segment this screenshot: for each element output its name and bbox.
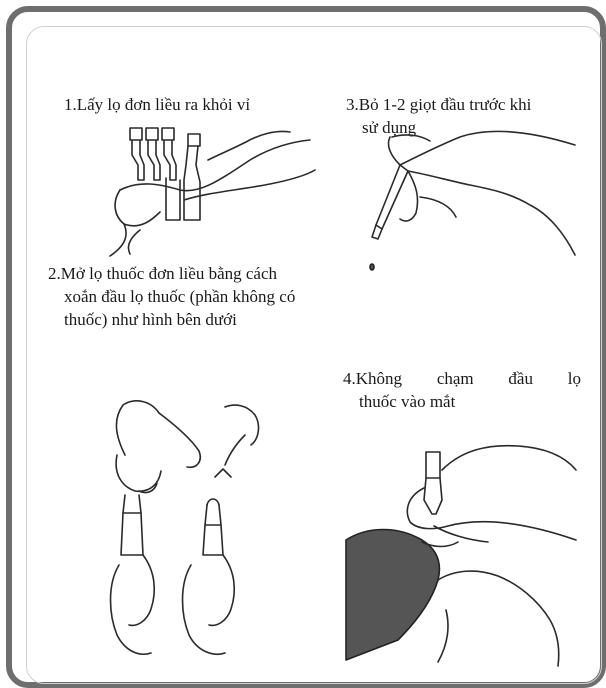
hand-squeezing-drop-icon bbox=[360, 125, 580, 270]
step-1-number: 1. bbox=[64, 95, 77, 114]
step-3-number: 3. bbox=[346, 95, 359, 114]
step-4-word-1: Không bbox=[356, 369, 402, 388]
step-1-label: Lấy lọ đơn liều ra khỏi vỉ bbox=[77, 95, 250, 114]
step-4-text: 4.Không chạm đầu lọ thuốc vào mắt bbox=[343, 367, 581, 413]
hand-removing-vial-icon bbox=[100, 120, 320, 260]
step-2-text: 2.Mở lọ thuốc đơn liều bằng cách xoắn đầ… bbox=[48, 262, 368, 331]
step-4-word-3: đầu bbox=[508, 367, 533, 390]
step-2-line1: Mở lọ thuốc đơn liều bằng cách bbox=[61, 264, 277, 283]
step-4-line2: thuốc vào mắt bbox=[343, 390, 581, 413]
step-3-line1: Bỏ 1-2 giọt đầu trước khi bbox=[359, 95, 532, 114]
step-4-word-2: chạm bbox=[437, 367, 474, 390]
step-4-number: 4. bbox=[343, 369, 356, 388]
hands-twisting-vial-icon bbox=[95, 395, 295, 660]
eye-drop-application-icon bbox=[338, 430, 578, 668]
step-4-word-4: lọ bbox=[568, 367, 581, 390]
step-2-line2: xoắn đầu lọ thuốc (phần không có bbox=[48, 285, 368, 308]
step-2-line3: thuốc) như hình bên dưới bbox=[48, 308, 368, 331]
step-1-text: 1.Lấy lọ đơn liều ra khỏi vỉ bbox=[64, 93, 324, 116]
step-2-number: 2. bbox=[48, 264, 61, 283]
